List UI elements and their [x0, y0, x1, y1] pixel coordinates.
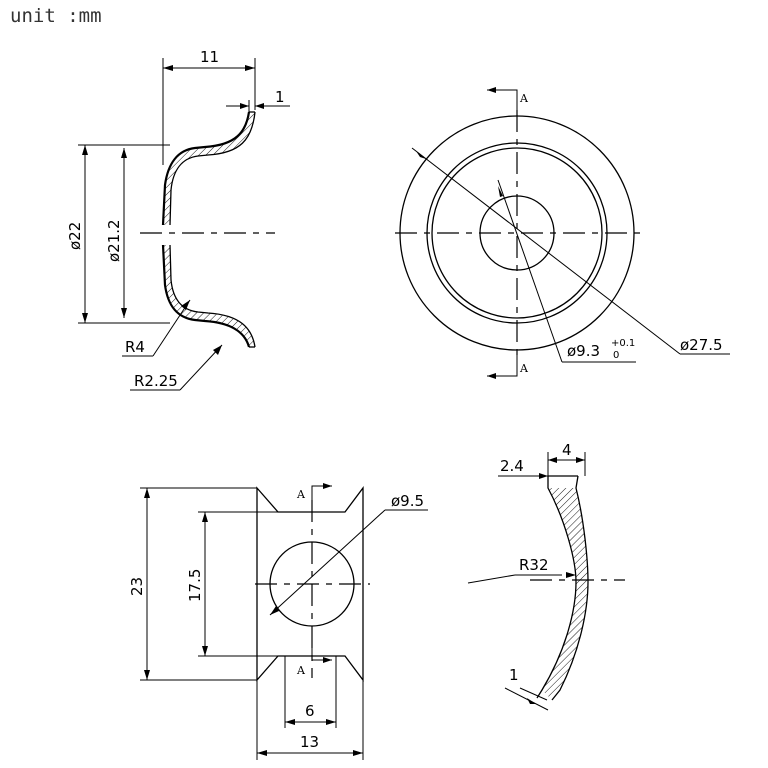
arrowhead — [326, 719, 336, 725]
dim-id-label: ø21.2 — [105, 219, 123, 262]
arrowhead — [257, 750, 267, 756]
dim-thickness-label: 1 — [509, 666, 519, 684]
arrowhead — [548, 457, 557, 463]
arrowhead — [527, 698, 536, 704]
arrowhead — [82, 313, 88, 323]
dim-inner-height-label: 17.5 — [186, 569, 204, 602]
section-label-top: A — [296, 488, 306, 501]
leader-thickness — [519, 687, 548, 701]
cup-profile-bottom-fill — [163, 245, 255, 347]
cup-profile-top-fill — [163, 112, 255, 225]
dim-r225-label: R2.25 — [134, 372, 178, 390]
arrowhead — [270, 606, 279, 615]
section-label-bottom: A — [519, 362, 529, 375]
dim-width-label: 13 — [300, 733, 319, 751]
arrowhead — [144, 488, 150, 498]
arrowhead — [240, 103, 249, 109]
arrowhead — [285, 719, 295, 725]
section-label-bottom: A — [296, 664, 306, 677]
arrowhead — [416, 151, 426, 159]
arrowhead — [121, 308, 127, 318]
dim-od-label: ø27.5 — [680, 336, 723, 354]
dim-od-label: ø22 — [66, 222, 84, 250]
arrowhead — [181, 300, 190, 310]
section-mark-top — [311, 485, 332, 500]
dim-height-label: 23 — [128, 577, 146, 596]
arrowhead — [487, 87, 496, 93]
front-view: A A ø27.5 ø9.3 +0.1 0 — [395, 87, 730, 379]
section-view: 4 2.4 R32 1 — [467, 441, 625, 711]
section-label-top: A — [519, 92, 529, 105]
arrowhead — [539, 473, 548, 479]
dim-top-a-label: 2.4 — [500, 457, 524, 475]
section-mark-top — [487, 89, 518, 110]
arrowhead — [353, 750, 363, 756]
dim-hole-tol-lower: 0 — [613, 350, 619, 361]
arrowhead — [202, 512, 208, 522]
arrowhead — [323, 657, 332, 663]
leader-hole — [497, 179, 563, 363]
leader-r225 — [179, 344, 223, 391]
tab-view: A A ø9.5 23 17.5 6 13 — [128, 483, 428, 760]
middle-circle-inner — [431, 147, 603, 319]
dim-thickness-label: 1 — [275, 88, 285, 106]
leader-od — [411, 147, 681, 355]
dim-width-label: 11 — [200, 48, 219, 66]
dim-r4-label: R4 — [125, 338, 145, 356]
arrowhead — [566, 572, 576, 578]
arrowhead — [255, 103, 264, 109]
dim-hole-label: ø9.3 — [567, 342, 600, 360]
leader-thickness — [504, 687, 549, 711]
arrowhead — [144, 670, 150, 680]
leader-r4 — [152, 299, 191, 357]
leader-r32 — [467, 574, 516, 584]
arrowhead — [163, 65, 173, 71]
arrowhead — [498, 186, 503, 197]
arrowhead — [323, 483, 332, 489]
leader-hole — [269, 509, 386, 616]
arrowhead — [82, 145, 88, 155]
dim-radius-label: R32 — [519, 556, 549, 574]
section-mark-bottom — [311, 648, 332, 661]
dim-hole-label: ø9.5 — [391, 492, 424, 510]
arrowhead — [213, 345, 222, 355]
arrowhead — [121, 148, 127, 158]
section-mark-bottom — [487, 355, 518, 377]
dim-notch-label: 6 — [305, 702, 315, 720]
arrowhead — [487, 373, 496, 379]
dim-top-b-label: 4 — [562, 441, 572, 459]
side-view: 11 1 ø22 ø21.2 R4 R2.25 — [66, 48, 290, 391]
arrowhead — [576, 457, 585, 463]
arrowhead — [202, 646, 208, 656]
dim-hole-tol-upper: +0.1 — [611, 338, 635, 349]
arrowhead — [245, 65, 255, 71]
section-profile-hatch — [542, 488, 588, 700]
cup-profile-bottom — [161, 244, 251, 348]
unit-label: unit :mm — [10, 5, 102, 27]
